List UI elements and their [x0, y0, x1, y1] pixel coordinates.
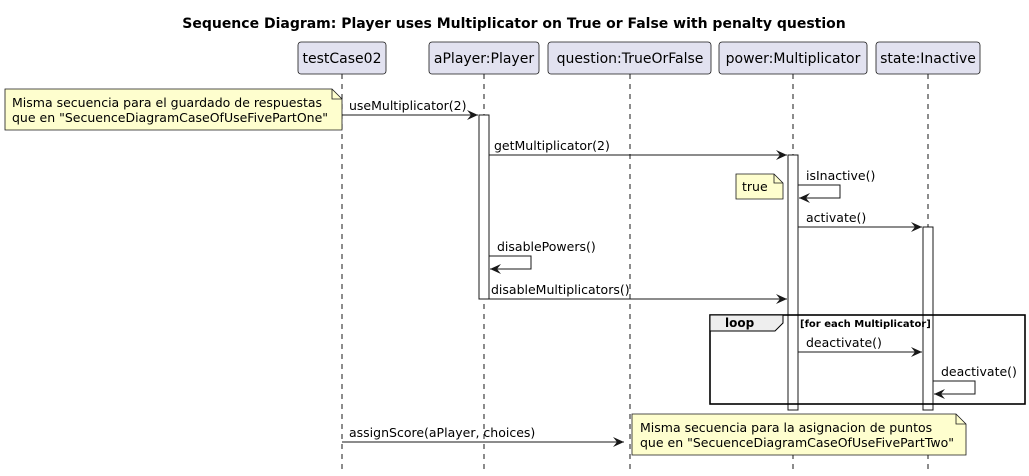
message-disablemultiplicators: disableMultiplicators(): [484, 282, 787, 304]
diagram-title: Sequence Diagram: Player uses Multiplica…: [182, 16, 846, 32]
message-label: assignScore(aPlayer, choices): [349, 425, 535, 440]
message-label: activate(): [806, 210, 866, 225]
message-label: getMultiplicator(2): [494, 138, 610, 153]
participant-label: question:TrueOrFalse: [557, 51, 704, 67]
participant-label: testCase02: [303, 51, 382, 67]
message-label: disablePowers(): [497, 239, 596, 254]
note-line: Misma secuencia para el guardado de resp…: [12, 95, 322, 110]
note-assign-points: Misma secuencia para la asignacion de pu…: [631, 413, 967, 456]
note-line: que en "SecuenceDiagramCaseOfUseFivePart…: [12, 110, 328, 125]
lifelines: [341, 74, 929, 472]
note-line: Misma secuencia para la asignacion de pu…: [640, 420, 932, 435]
message-deactivate-self: deactivate(): [933, 364, 1017, 399]
message-disablepowers: disablePowers(): [489, 239, 596, 274]
message-assignscore: assignScore(aPlayer, choices): [342, 425, 624, 447]
message-getmultiplicator: getMultiplicator(2): [489, 138, 787, 160]
participant-state: state:Inactive: [875, 41, 981, 75]
activation-power: [787, 154, 799, 411]
activation-state: [922, 226, 934, 411]
note-line: que en "SecuenceDiagramCaseOfUseFivePart…: [640, 435, 954, 450]
message-label: useMultiplicator(2): [349, 98, 467, 113]
activation-aplayer: [478, 114, 490, 300]
participant-label: aPlayer:Player: [434, 51, 534, 67]
message-usemultiplicator: useMultiplicator(2): [342, 98, 478, 120]
loop-fragment: loop [for each Multiplicator]: [709, 314, 1026, 405]
loop-label: loop: [725, 316, 755, 330]
message-activate: activate(): [798, 210, 922, 232]
activation-bars: [478, 114, 934, 411]
message-label: deactivate(): [941, 364, 1017, 379]
participant-testcase02: testCase02: [297, 41, 387, 75]
message-isinactive: isInactive(): [798, 168, 875, 203]
message-label: disableMultiplicators(): [491, 282, 630, 297]
message-label: deactivate(): [806, 335, 882, 350]
participant-power: power:Multiplicator: [718, 41, 868, 75]
loop-guard: [for each Multiplicator]: [800, 319, 931, 330]
participant-label: power:Multiplicator: [726, 51, 861, 67]
note-line: true: [742, 179, 768, 194]
participant-question: question:TrueOrFalse: [547, 41, 712, 75]
participant-aplayer: aPlayer:Player: [428, 41, 540, 75]
note-save-answers: Misma secuencia para el guardado de resp…: [4, 88, 343, 131]
message-deactivate: deactivate(): [798, 335, 922, 357]
message-label: isInactive(): [806, 168, 875, 183]
note-true: true: [735, 173, 784, 200]
participant-label: state:Inactive: [880, 51, 976, 67]
